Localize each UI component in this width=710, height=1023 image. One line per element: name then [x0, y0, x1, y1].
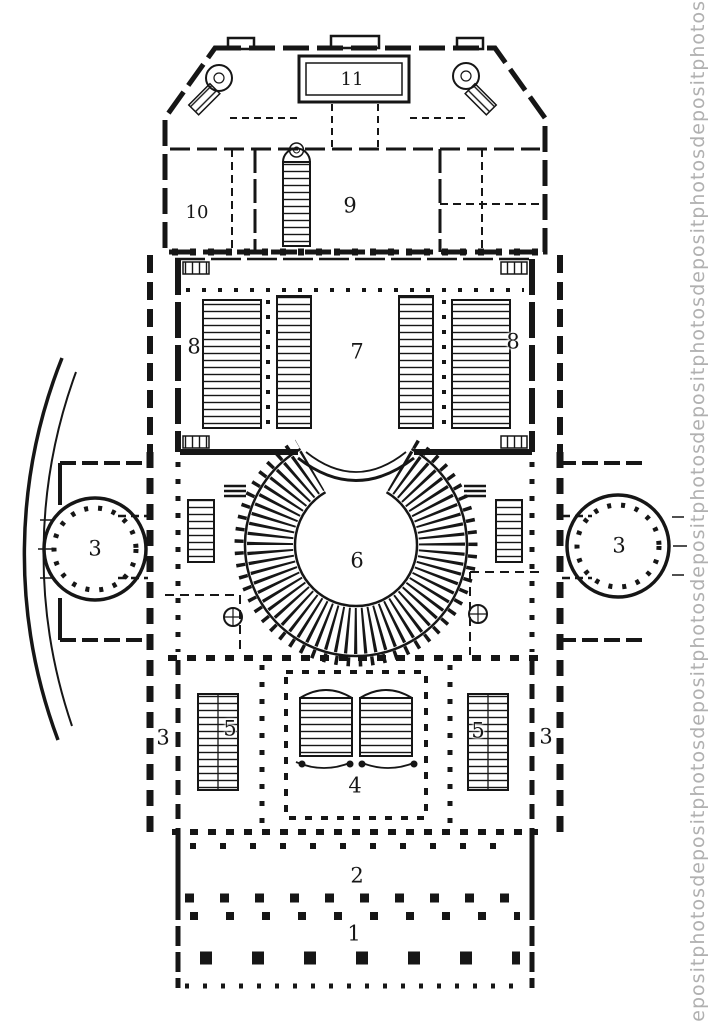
room-label-7: 7	[350, 339, 364, 364]
room-label-3-right-corridor: 3	[539, 724, 553, 749]
room-label-5-right: 5	[471, 718, 485, 743]
stage-block	[147, 255, 563, 455]
room-label-3-right-rotunda: 3	[612, 533, 626, 558]
room-label-1: 1	[347, 921, 361, 946]
room-label-8-right: 8	[506, 329, 520, 354]
room-label-3-left-rotunda: 3	[88, 536, 102, 561]
room-label-2: 2	[350, 863, 364, 888]
room-label-5-left: 5	[223, 716, 237, 741]
room-label-11: 11	[340, 69, 364, 90]
room-label-8-left: 8	[187, 334, 201, 359]
room-label-10: 10	[185, 202, 209, 223]
auditorium	[146, 439, 564, 835]
room-label-3-left-corridor: 3	[156, 725, 170, 750]
room-label-4: 4	[348, 773, 362, 798]
side-pavilions	[22, 357, 687, 741]
top-block	[162, 34, 548, 261]
room-label-9: 9	[343, 193, 357, 218]
vestibule-portico	[175, 832, 535, 989]
room-label-6: 6	[350, 548, 364, 573]
staircase-block	[172, 660, 538, 835]
